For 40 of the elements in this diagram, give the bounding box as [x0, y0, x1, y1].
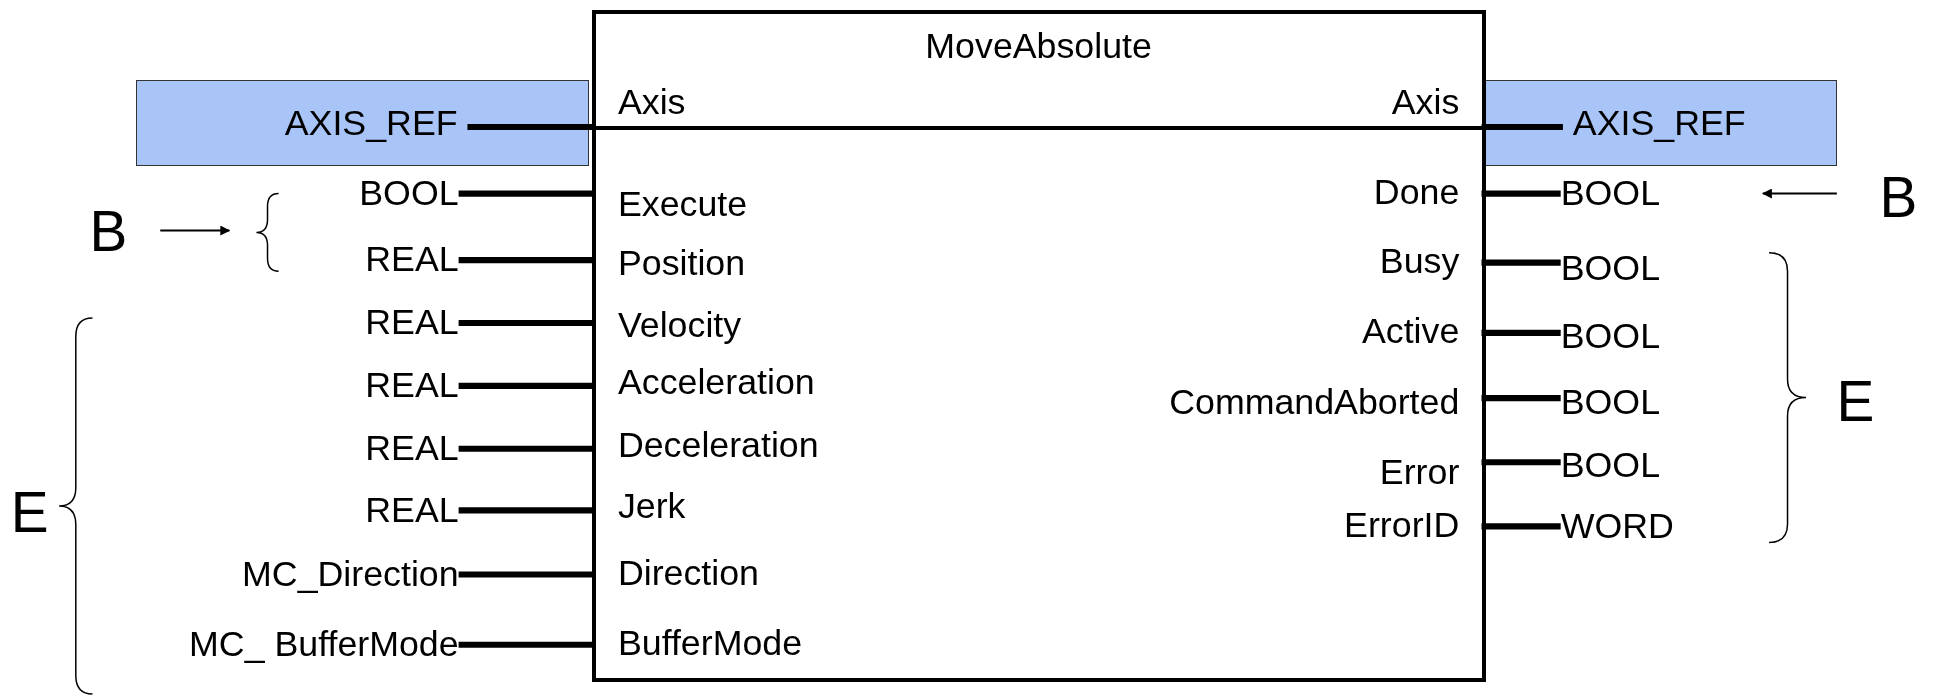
type-name: BOOL: [1560, 168, 1661, 219]
type-name: REAL: [365, 361, 459, 411]
pin-name: Acceleration: [595, 357, 815, 408]
function-block: [591, 9, 1486, 682]
type-name: WORD: [1560, 501, 1674, 552]
group-letter: B: [89, 198, 128, 263]
type-name: AXIS_REF: [1572, 103, 1746, 145]
pin-name: Execute: [595, 180, 748, 230]
type-name: MC_Direction: [242, 549, 459, 600]
pin-name: Active: [1361, 307, 1482, 357]
pin-name: Position: [595, 239, 746, 289]
pin-name: Done: [1373, 167, 1482, 218]
type-name: REAL: [365, 424, 459, 474]
pin-name: ErrorID: [1344, 500, 1482, 551]
type-band: [135, 80, 590, 167]
pin-name: Error: [1379, 447, 1482, 498]
type-name: MC_ BufferMode: [189, 620, 459, 670]
group-letter: E: [10, 479, 49, 545]
group-letter: B: [1879, 164, 1918, 230]
type-name: BOOL: [359, 168, 459, 219]
pin-name: Jerk: [595, 482, 686, 532]
type-name: REAL: [365, 235, 459, 285]
group-letter: E: [1836, 368, 1875, 434]
type-name: BOOL: [1560, 311, 1661, 362]
pin-name: Axis: [1391, 77, 1482, 128]
type-band: [1483, 80, 1837, 167]
pin-name: Axis: [595, 77, 686, 128]
pin-name: Direction: [595, 548, 759, 599]
type-name: REAL: [365, 298, 459, 348]
type-name: AXIS_REF: [284, 103, 458, 145]
type-name: BOOL: [1560, 441, 1661, 491]
pin-name: Busy: [1379, 237, 1482, 287]
pin-name: Velocity: [595, 301, 742, 351]
pin-name: Deceleration: [595, 420, 819, 470]
type-name: BOOL: [1560, 378, 1661, 428]
pin-name: BufferMode: [595, 619, 803, 669]
pin-name: CommandAborted: [1169, 377, 1482, 427]
type-name: REAL: [365, 485, 459, 535]
type-name: BOOL: [1560, 244, 1661, 294]
block-title: MoveAbsolute: [924, 26, 1153, 68]
